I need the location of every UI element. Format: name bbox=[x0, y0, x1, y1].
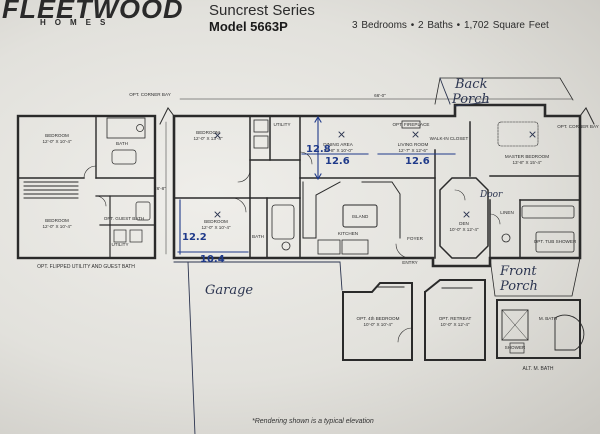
dim-dining-depth: 12.8 bbox=[306, 144, 331, 155]
room-bedroom3: BEDROOM bbox=[204, 219, 228, 224]
pen-annotations bbox=[173, 77, 536, 434]
opt-retreat-plan bbox=[424, 279, 486, 361]
room-bedroom3-dims: 12'-0" X 10'-4" bbox=[201, 225, 230, 230]
room-bath: BATH bbox=[252, 234, 264, 239]
room-master-dims: 13'-8" X 15'-4" bbox=[512, 160, 541, 165]
corner-bay-right: OPT. CORNER BAY bbox=[557, 124, 599, 129]
room-kitchen: KITCHEN bbox=[338, 231, 358, 236]
brand-logo: FLEETWOOD bbox=[2, 0, 184, 24]
handwritten-dimensions: 12.8 12.6 12.6 12.2 10.4 bbox=[182, 144, 430, 265]
opt-4th-bedroom-plan bbox=[342, 282, 413, 361]
room-bath-left: BATH bbox=[116, 141, 128, 146]
handwritten-notes: Back Porch Front Porch Garage Door bbox=[205, 77, 538, 298]
room-master: MASTER BEDROOM bbox=[505, 154, 549, 159]
caption-flipped: OPT. FLIPPED UTILITY AND GUEST BATH bbox=[37, 264, 135, 270]
room-bedroom2: BEDROOM bbox=[196, 130, 220, 135]
room-linen: LINEN bbox=[500, 210, 514, 215]
room-living: LIVING ROOM bbox=[398, 142, 429, 147]
note-back: Back bbox=[454, 77, 488, 92]
room-tub-shower: OPT. TUB SHOWER bbox=[534, 239, 577, 244]
room-dining-dims: 12'-8" X 10'-0" bbox=[323, 148, 352, 153]
alt-master-bath-plan bbox=[496, 299, 585, 359]
room-utility-left: UTILITY bbox=[111, 242, 128, 247]
room-island: ISLAND bbox=[352, 214, 369, 219]
room-dining: DINING AREA bbox=[323, 142, 354, 147]
room-living-dims: 12'-7" X 12'-6" bbox=[398, 148, 427, 153]
room-m-bath: M. BATH bbox=[539, 316, 557, 321]
note-back-porch: Porch bbox=[451, 92, 490, 107]
room-opt-retreat-dims: 10'-0" X 12'-4" bbox=[440, 322, 469, 327]
room-labels: BEDROOM 12'-0" X 10'-4" BEDROOM 12'-0" X… bbox=[42, 92, 598, 350]
series-title: Suncrest Series bbox=[209, 2, 315, 19]
room-shower: SHOWER bbox=[505, 345, 526, 350]
note-front: Front bbox=[499, 264, 537, 279]
dim-dining-width: 12.6 bbox=[325, 156, 350, 167]
room-guest-bath: OPT. GUEST BATH bbox=[104, 216, 144, 221]
overall-depth: 26'-8" bbox=[154, 186, 166, 191]
plan-captions: OPT. FLIPPED UTILITY AND GUEST BATH ALT.… bbox=[37, 264, 554, 372]
caption-alt-bath: ALT. M. BATH bbox=[523, 366, 554, 372]
dim-bedroom-width: 10.4 bbox=[200, 254, 225, 265]
home-specs: 3 Bedrooms • 2 Baths • 1,702 Square Feet bbox=[352, 20, 549, 31]
room-opt-4th-bedroom-dims: 10'-0" X 10'-4" bbox=[363, 322, 392, 327]
main-plan bbox=[159, 77, 595, 297]
room-foyer: FOYER bbox=[407, 236, 424, 241]
room-bedroom-left2: BEDROOM bbox=[45, 218, 69, 223]
room-bedroom-left: BEDROOM bbox=[45, 133, 69, 138]
brand-logo-sub: HOMES bbox=[40, 18, 115, 27]
room-opt-retreat: OPT. RETREAT bbox=[439, 316, 472, 321]
room-opt-4th-bedroom: OPT. 4th BEDROOM bbox=[357, 316, 400, 321]
room-bedroom2-dims: 12'-0" X 13'-4" bbox=[193, 136, 222, 141]
room-walk-in: WALK-IN CLOSET bbox=[430, 136, 469, 141]
room-bedroom-left2-dims: 12'-0" X 10'-4" bbox=[42, 224, 71, 229]
room-fireplace: OPT. FIREPLACE bbox=[392, 122, 429, 127]
note-front-porch: Porch bbox=[499, 279, 538, 294]
footnote: *Rendering shown is a typical elevation bbox=[252, 418, 374, 425]
room-bedroom-left-dims: 12'-0" X 10'-4" bbox=[42, 139, 71, 144]
note-garage: Garage bbox=[205, 283, 253, 298]
note-door: Door bbox=[479, 190, 503, 200]
room-den-dims: 10'-0" X 12'-4" bbox=[449, 227, 478, 232]
dim-living-width: 12.6 bbox=[405, 156, 430, 167]
overall-width: 66'-0" bbox=[374, 93, 386, 98]
room-utility: UTILITY bbox=[273, 122, 290, 127]
dim-bedroom-depth: 12.2 bbox=[182, 232, 207, 243]
blue-dimension-marks bbox=[177, 115, 456, 255]
room-entry: ENTRY bbox=[402, 260, 418, 265]
model-number: Model 5663P bbox=[209, 19, 288, 34]
corner-bay-left: OPT. CORNER BAY bbox=[129, 92, 171, 97]
alt-flipped-plan bbox=[16, 114, 157, 260]
room-den: DEN bbox=[459, 221, 469, 226]
